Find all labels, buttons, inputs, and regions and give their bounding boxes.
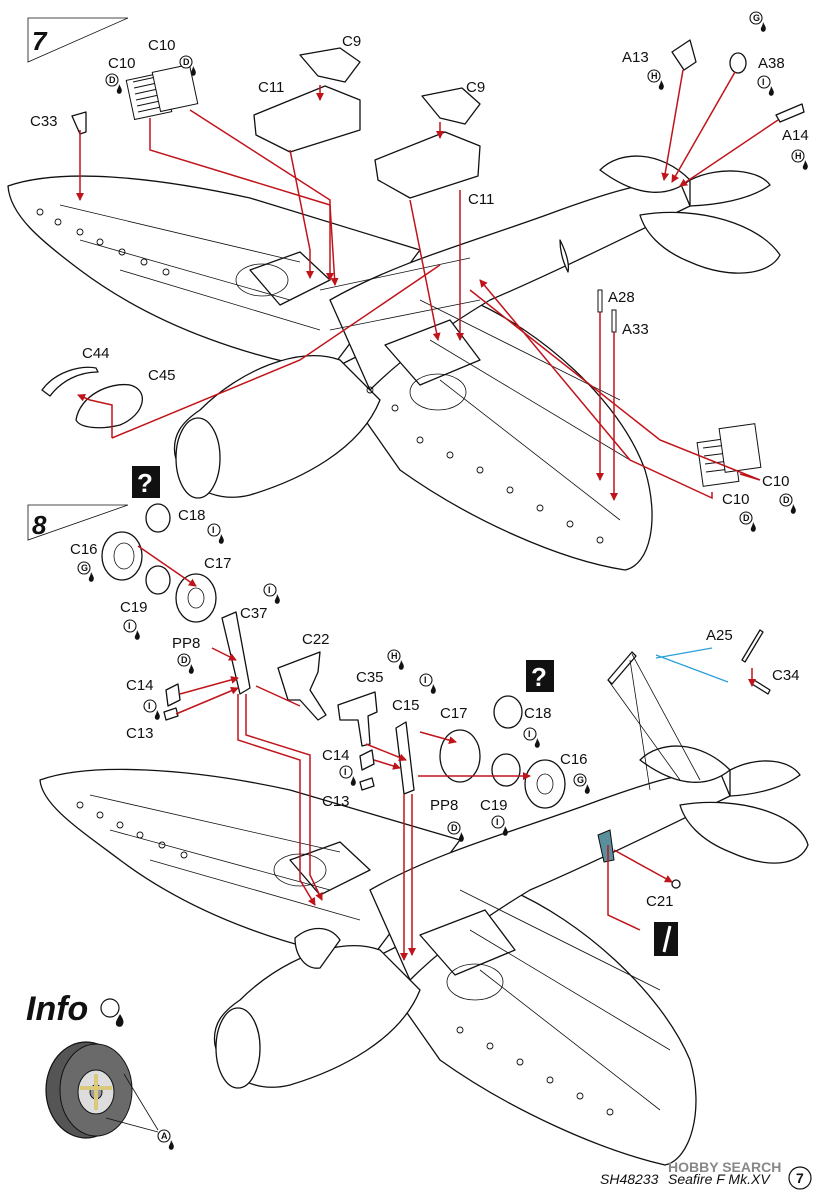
step-7-parts: [41, 39, 805, 487]
label-c18-a: C18: [178, 507, 206, 524]
paint-code-d: D: [783, 495, 790, 505]
label-c10-a: C10: [108, 55, 136, 72]
question-mark-box-left: ?: [132, 466, 160, 498]
info-drop-icon: [100, 998, 124, 1027]
label-c34: C34: [772, 667, 800, 684]
label-c11-b: C11: [468, 191, 494, 208]
label-a14: A14: [782, 127, 809, 144]
info-label: Info: [26, 990, 88, 1028]
label-c33: C33: [30, 113, 58, 130]
step-8-number: 8: [32, 510, 47, 540]
label-c19-a: C19: [120, 599, 148, 616]
paint-code-d: D: [183, 57, 190, 67]
label-c44: C44: [82, 345, 110, 362]
paint-code-i: I: [344, 767, 347, 777]
label-c13-b: C13: [322, 793, 350, 810]
step-7-aircraft: [7, 155, 781, 571]
paint-code-i: I: [528, 729, 531, 739]
label-c35: C35: [356, 669, 384, 686]
label-c19-b: C19: [480, 797, 508, 814]
step-8-parts: [101, 503, 771, 889]
info-section: Info A: [26, 990, 175, 1151]
label-c9-b: C9: [466, 79, 485, 96]
page-number: 7: [796, 1170, 804, 1186]
label-c45: C45: [148, 367, 176, 384]
step-8-labels: C18 C16 C17 C19 C37 PP8 C22 C14 C13 C35 …: [70, 507, 800, 910]
footer-code: SH48233: [600, 1171, 659, 1187]
paint-code-h: H: [795, 151, 802, 161]
label-c16-a: C16: [70, 541, 98, 558]
label-a28: A28: [608, 289, 635, 306]
paint-code-i: I: [496, 817, 499, 827]
label-c15: C15: [392, 697, 420, 714]
step-7-labels: C10 C10 C9 C9 C11 C11 C33 C44 C45 A13 A3…: [30, 33, 809, 508]
paint-code-i: I: [268, 585, 271, 595]
paint-code-d: D: [743, 513, 750, 523]
label-c13-a: C13: [126, 725, 154, 742]
watermark: HOBBY SEARCH: [668, 1159, 781, 1175]
info-wheel: [45, 1041, 133, 1139]
step-7-paint-codes: D D H G I H D D: [105, 11, 809, 533]
step-8-aircraft: [39, 745, 809, 1166]
footer: SH48233 Seafire F Mk.XV HOBBY SEARCH 7: [600, 1159, 812, 1190]
step-8-badge: 8: [27, 504, 129, 541]
paint-code-g: G: [81, 563, 88, 573]
label-a38: A38: [758, 55, 785, 72]
label-c14-a: C14: [126, 677, 154, 694]
paint-code-g: G: [753, 13, 760, 23]
paint-code-i: I: [212, 525, 215, 535]
question-mark-box-right: ?: [526, 660, 554, 692]
paint-code-i: I: [148, 701, 151, 711]
label-c22: C22: [302, 631, 330, 648]
label-c37: C37: [240, 605, 268, 622]
label-a13: A13: [622, 49, 649, 66]
step-7-guides: [76, 69, 779, 501]
part-c10-grille: [125, 63, 199, 121]
question-mark: ?: [531, 662, 547, 692]
step-7-number: 7: [32, 26, 48, 56]
paint-code-i: I: [424, 675, 427, 685]
label-pp8-b: PP8: [430, 797, 458, 814]
label-c9-a: C9: [342, 33, 361, 50]
paint-code-h: H: [391, 651, 398, 661]
label-a25: A25: [706, 627, 733, 644]
paint-code-i: I: [762, 77, 765, 87]
label-c21: C21: [646, 893, 674, 910]
step-8-paint-codes: I G I I D I H I I I G D I: [77, 523, 591, 843]
pointer-block-mark: [662, 925, 672, 953]
paint-code-d: D: [181, 655, 188, 665]
label-c11-a: C11: [258, 79, 284, 96]
label-c17-a: C17: [204, 555, 232, 572]
label-c10-c: C10: [762, 473, 790, 490]
paint-code-i: I: [128, 621, 131, 631]
label-c17-b: C17: [440, 705, 468, 722]
step-7-badge: 7: [27, 17, 129, 63]
paint-code-h: H: [651, 71, 658, 81]
paint-code-d: D: [451, 823, 458, 833]
label-c10-d: C10: [722, 491, 750, 508]
paint-code-d: D: [109, 75, 116, 85]
footer-model: Seafire F Mk.XV: [668, 1171, 771, 1187]
label-c16-b: C16: [560, 751, 588, 768]
paint-code-a: A: [161, 1131, 168, 1141]
step-8-guides: [137, 545, 756, 961]
paint-code-g: G: [577, 775, 584, 785]
question-mark: ?: [137, 468, 153, 498]
label-c10-b: C10: [148, 37, 176, 54]
label-c14-b: C14: [322, 747, 350, 764]
label-pp8-a: PP8: [172, 635, 200, 652]
page-number-badge: [788, 1166, 812, 1190]
label-a33: A33: [622, 321, 649, 338]
label-c18-b: C18: [524, 705, 552, 722]
